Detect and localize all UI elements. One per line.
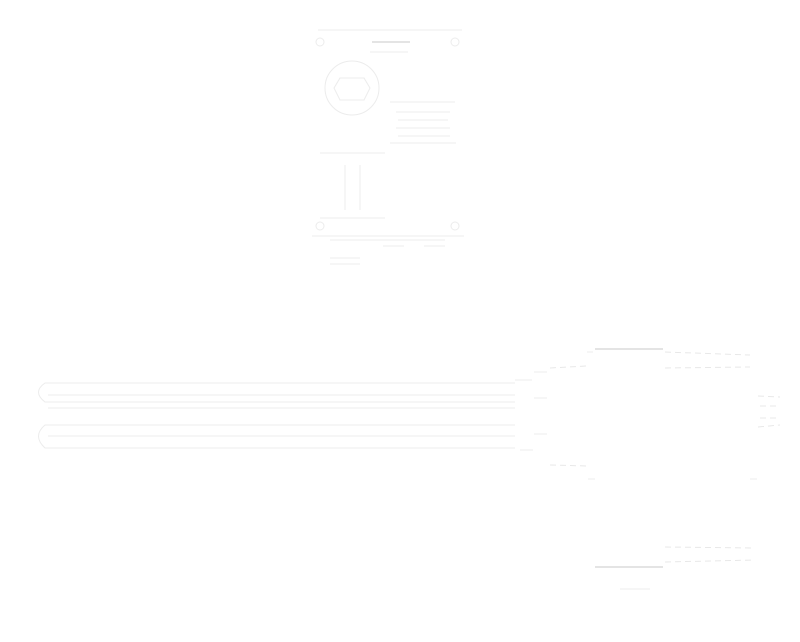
top-view-detail — [312, 29, 464, 265]
side-view-shaft — [38, 371, 547, 451]
side-view-housing — [549, 348, 781, 590]
